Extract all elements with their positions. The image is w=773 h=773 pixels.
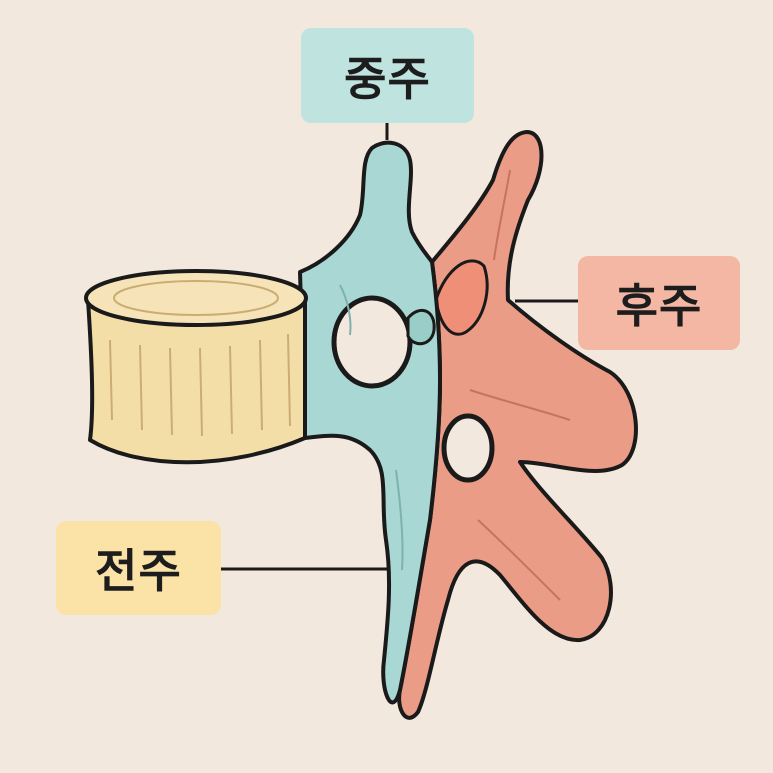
middle-column: [298, 140, 495, 705]
label-posterior-column: 후주: [578, 256, 740, 350]
label-middle-column: 중주: [301, 28, 474, 123]
label-anterior-column: 전주: [56, 521, 221, 615]
anterior-column: [84, 269, 308, 465]
